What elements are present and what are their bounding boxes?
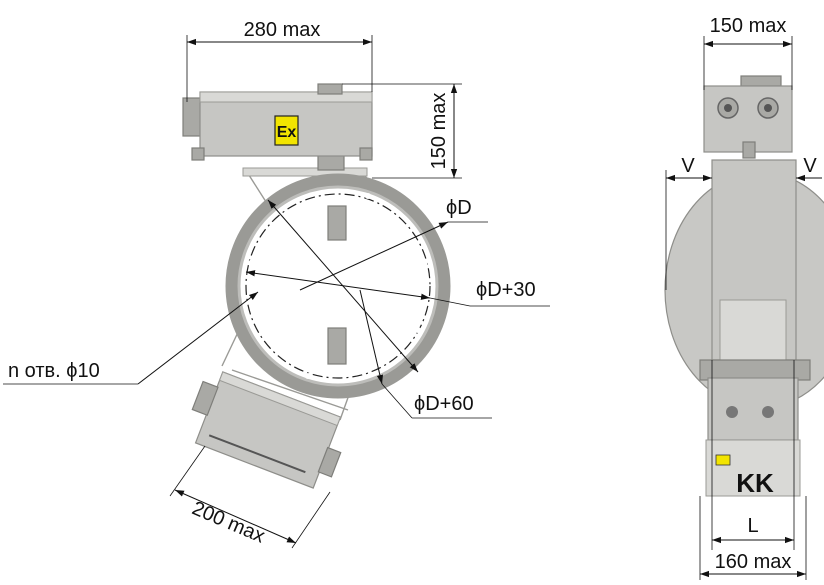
flange-ring [225,173,451,399]
dim-side-left-v: V [665,155,712,290]
dim-front-width: 280 max [186,19,373,102]
lower-box [191,371,342,489]
lower-box-lid [218,371,342,427]
bolt-hole [422,259,428,265]
front-view: Ex [3,19,550,549]
mount-foot-left [191,147,205,161]
dim-side-l-label: L [747,515,758,537]
lower-gland-right [317,446,342,478]
side-lower-box [707,377,799,441]
top-actuator-box: Ex [182,83,373,161]
dim-diameter-d60-label: ϕD+60 [414,393,474,415]
dim-diameter-d: ϕD [267,197,488,373]
actuator-lid [199,91,373,103]
ex-badge-text: Ex [277,124,297,141]
mount-foot-right [359,147,373,161]
dim-side-top-label: 150 max [710,15,787,37]
dim-side-bottom-label: 160 max [715,551,792,573]
bolt-hole [249,259,255,265]
bolt-hole [305,373,311,379]
side-column-plate [719,299,787,361]
hanger-wire-lower-left [221,327,241,367]
upper-bushing [327,205,347,241]
side-brand-mark: KK [736,468,774,498]
side-stem [742,141,756,159]
hanger-wire-lower-right [339,391,351,421]
dim-lower-box-label: 200 max [189,497,268,547]
dim-side-left-v-label: V [681,155,695,177]
side-bolt [726,406,738,418]
dim-holes: n отв. ϕ10 [3,291,259,385]
dim-diameter-d30: ϕD+30 [245,270,550,307]
hanger-wire-left [246,171,269,206]
dim-side-top: 150 max [703,15,793,90]
lower-box-slot [208,434,306,474]
side-top-box [703,85,793,153]
actuator-top-cap [317,83,343,95]
lower-gland-left [191,380,219,417]
bolt-hole [365,193,371,199]
dim-front-height-label: 150 max [428,93,450,170]
dim-front-height: 150 max [342,83,462,179]
dim-side-right-v: V [796,155,822,182]
bolt-hole [415,327,421,333]
top-bracket [242,167,368,177]
ex-badge [274,115,299,146]
flange-outer [225,173,451,399]
dim-diameter-d-label: ϕD [446,197,472,219]
side-top-cap [740,75,782,87]
dim-holes-label: n отв. ϕ10 [8,360,100,382]
dim-side-l: L [711,360,795,550]
side-bolt [762,406,774,418]
lower-bracket [231,369,349,411]
dim-front-width-label: 280 max [244,19,321,41]
side-gland-right-core [764,104,772,112]
lower-bushing [327,327,347,365]
side-ex-badge [715,454,731,466]
flange-inner-edge [237,185,439,387]
dim-diameter-d30-label: ϕD+30 [476,279,536,301]
dim-diameter-d60: ϕD+60 [359,289,492,419]
side-gland-left-core [724,104,732,112]
side-view: KK 150 max V V L [664,15,824,580]
side-nameplate-box [705,439,801,497]
dim-side-right-v-label: V [803,155,817,177]
dim-side-bottom: 160 max [699,496,807,580]
side-mid-bracket [699,359,811,381]
